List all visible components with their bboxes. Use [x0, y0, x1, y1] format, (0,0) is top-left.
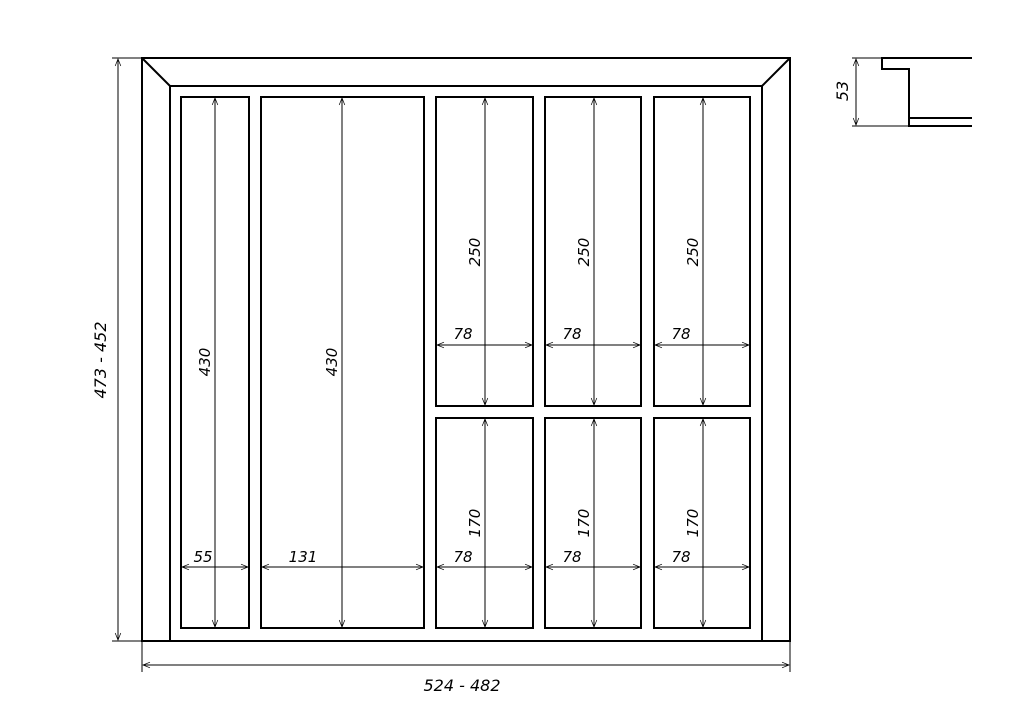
- compartment-bottom-1: [435, 417, 534, 629]
- compartment-bottom-3: [653, 417, 751, 629]
- dim-wide-length: 430: [323, 348, 341, 377]
- compartment-narrow: [180, 96, 250, 629]
- dim-top-1-width: 78: [453, 325, 472, 343]
- dim-bottom-3-width: 78: [671, 548, 690, 566]
- tray-frame: [141, 57, 791, 642]
- dim-bottom-1-length: 170: [466, 509, 484, 538]
- dim-narrow-width: 55: [193, 548, 212, 566]
- compartment-top-1: [435, 96, 534, 407]
- overall-height-label: 53: [833, 81, 852, 101]
- side-profile-view: 53: [833, 57, 972, 127]
- dim-top-2-width: 78: [562, 325, 581, 343]
- dim-top-3-width: 78: [671, 325, 690, 343]
- dim-bottom-2-length: 170: [575, 509, 593, 538]
- inner-dimensions: 430 55 430 131 250 78 250 78 250 78 170 …: [181, 97, 750, 628]
- dim-bottom-1-width: 78: [453, 548, 472, 566]
- dim-bottom-3-length: 170: [684, 509, 702, 538]
- dim-top-1-length: 250: [466, 238, 484, 267]
- dim-top-3-length: 250: [684, 238, 702, 267]
- tray-outer-edge: [141, 57, 791, 642]
- dim-narrow-length: 430: [196, 348, 214, 377]
- dim-top-2-length: 250: [575, 238, 593, 267]
- profile-outline: [881, 57, 972, 127]
- compartments: [180, 96, 751, 629]
- compartment-top-2: [544, 96, 642, 407]
- overall-width-dimension: 524 - 482: [141, 641, 791, 695]
- overall-width-label: 524 - 482: [423, 676, 500, 695]
- compartment-bottom-2: [544, 417, 642, 629]
- compartment-wide: [260, 96, 425, 629]
- tray-bevel-top: [141, 57, 791, 87]
- overall-depth-label: 473 - 452: [91, 321, 110, 398]
- compartment-top-3: [653, 96, 751, 407]
- overall-depth-dimension: 473 - 452: [91, 57, 142, 642]
- dim-bottom-2-width: 78: [562, 548, 581, 566]
- dim-wide-width: 131: [289, 548, 318, 566]
